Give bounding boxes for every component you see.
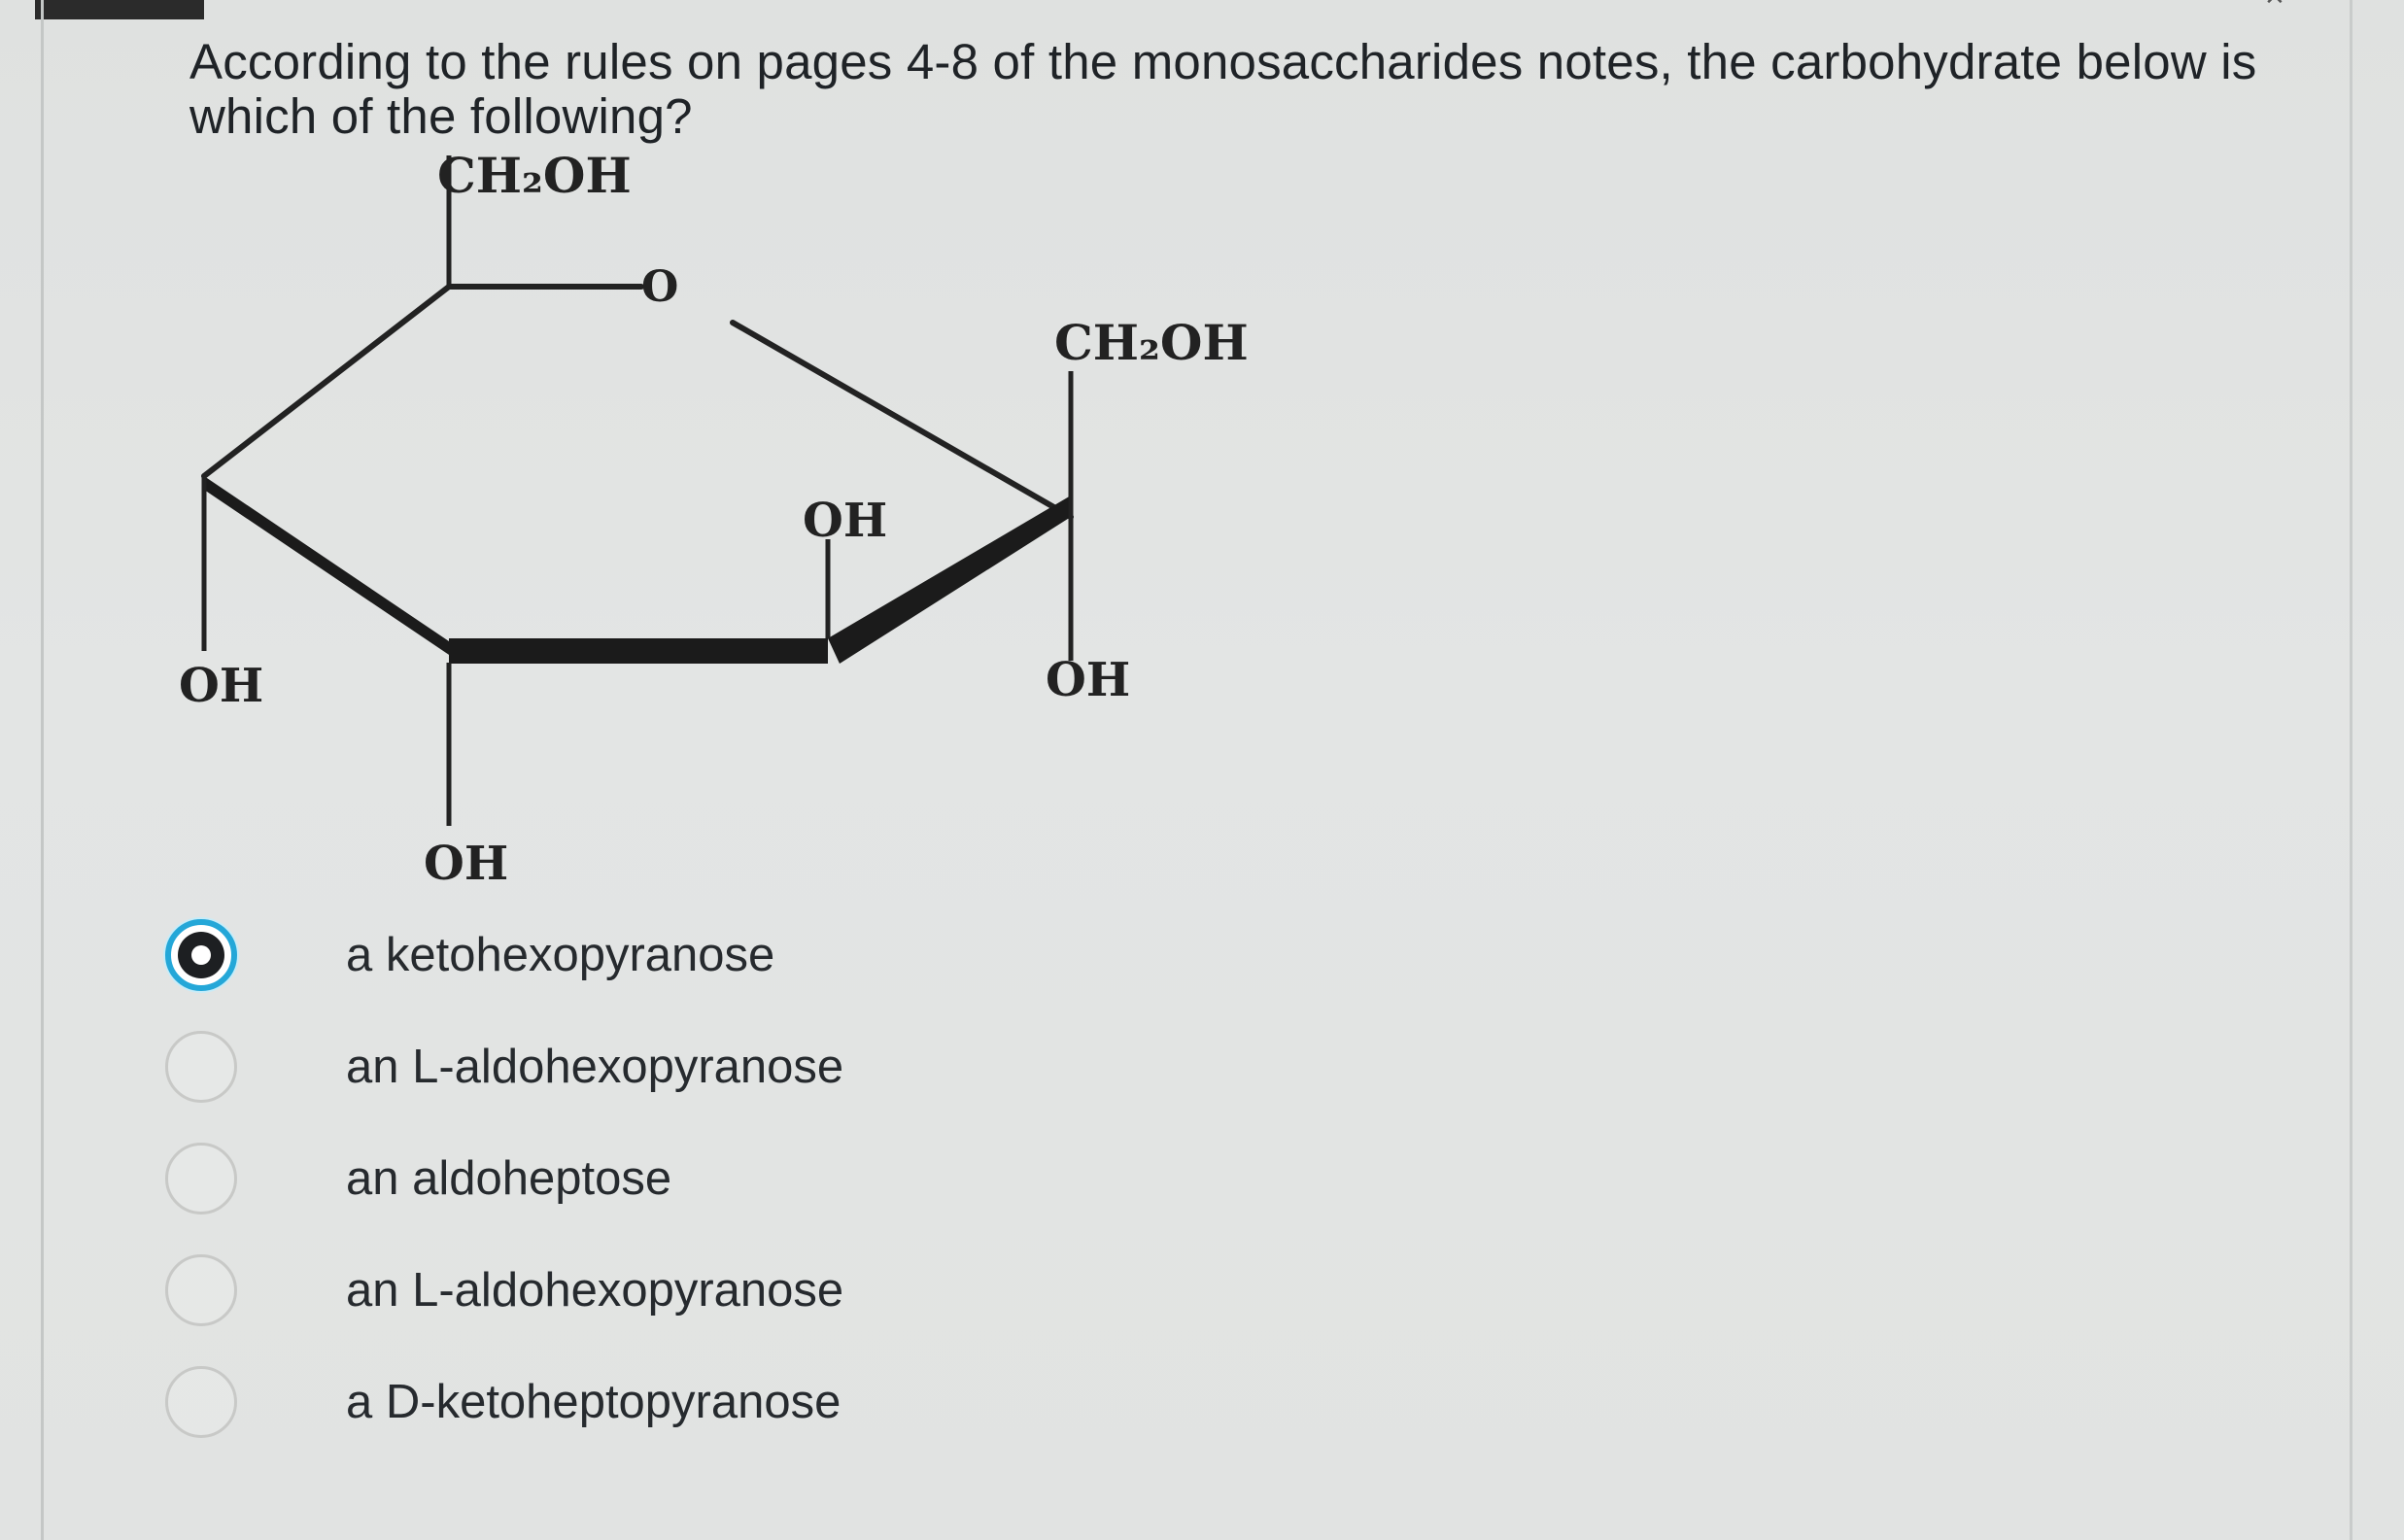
top-ch2oh-label: CH₂OH xyxy=(437,155,632,204)
bottom-oh-label: OH xyxy=(424,837,508,891)
selected-radio-icon[interactable] xyxy=(165,918,237,991)
radio-icon[interactable] xyxy=(165,1253,237,1326)
left-oh-label: OH xyxy=(179,659,263,713)
answer-option-5[interactable]: a D-ketoheptopyranose xyxy=(165,1346,1331,1457)
ring-oxygen-label: O xyxy=(641,262,678,312)
answer-option-2[interactable]: an L-aldohexopyranose xyxy=(165,1010,1331,1122)
radio-icon[interactable] xyxy=(165,1030,237,1103)
top-tab-bar xyxy=(35,0,204,19)
answer-option-5-label[interactable]: a D-ketoheptopyranose xyxy=(346,1375,841,1428)
left-frame-divider xyxy=(41,0,44,1540)
question-text: According to the rules on pages 4-8 of t… xyxy=(189,34,2257,144)
answer-option-3[interactable]: an aldoheptose xyxy=(165,1122,1331,1234)
right-frame-divider xyxy=(2350,0,2352,1540)
answer-option-4[interactable]: an L-aldohexopyranose xyxy=(165,1234,1331,1346)
answer-option-4-label[interactable]: an L-aldohexopyranose xyxy=(346,1263,844,1317)
ring-bond-o-c2 xyxy=(730,320,1074,520)
answer-option-1[interactable]: a ketohexopyranose xyxy=(165,899,1331,1010)
haworth-projection: CH₂OH O CH₂OH OH OH OH OH xyxy=(179,147,1249,891)
answer-options: a ketohexopyranose an L-aldohexopyranose… xyxy=(165,899,1331,1457)
answer-option-1-label[interactable]: a ketohexopyranose xyxy=(346,928,775,981)
carbohydrate-structure: CH₂OH O CH₂OH OH OH OH OH xyxy=(175,147,1302,913)
close-icon[interactable]: ✕ xyxy=(2264,0,2295,14)
ring-bond-c4-c3 xyxy=(204,476,461,663)
ring-bond-c3-c2-front xyxy=(449,638,828,664)
right-ch2oh-label: CH₂OH xyxy=(1054,314,1249,371)
answer-option-3-label[interactable]: an aldoheptose xyxy=(346,1151,672,1205)
inner-oh-label: OH xyxy=(803,494,887,548)
radio-icon[interactable] xyxy=(165,1142,237,1215)
radio-icon[interactable] xyxy=(165,1365,237,1438)
answer-option-2-label[interactable]: an L-aldohexopyranose xyxy=(346,1040,844,1093)
right-oh-label: OH xyxy=(1046,653,1130,707)
ring-bond-c2-c1 xyxy=(828,496,1071,664)
ring-bond-c5-c4 xyxy=(201,284,452,479)
